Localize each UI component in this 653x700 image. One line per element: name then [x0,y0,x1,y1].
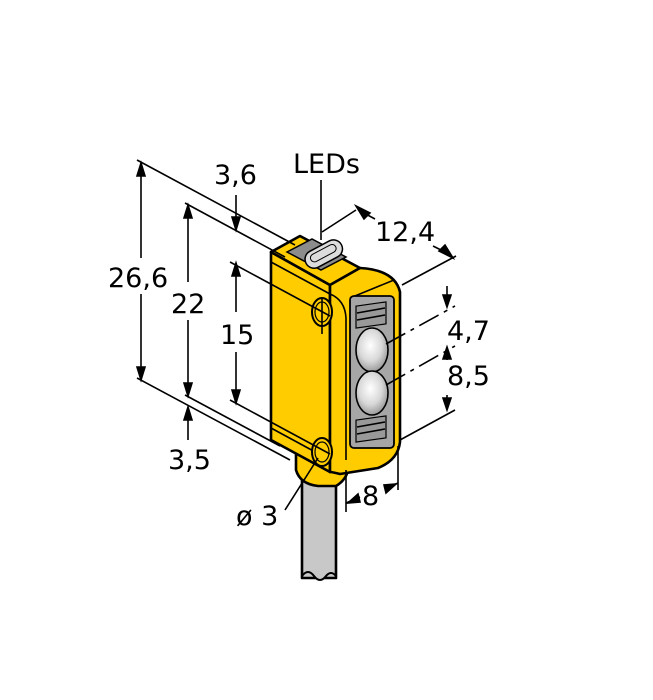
label-lens-spacing: 8,5 [447,361,490,392]
label-hole-spacing: 15 [220,320,254,351]
label-overall-height: 26,6 [108,263,168,294]
slot-top [355,301,387,329]
dimension-arrows [135,160,456,504]
mounting-hole-bottom [311,437,333,467]
label-body-height: 22 [171,289,205,320]
cable [300,468,338,581]
lens-receiver [355,370,389,416]
label-hole-diameter: ø 3 [236,501,278,532]
lens-panel [349,295,395,449]
extension-lines [136,159,457,512]
led-window [285,238,348,271]
lens-emitter [355,327,389,373]
label-top-offset: 3,6 [214,160,257,191]
label-bottom-offset: 3,5 [168,445,211,476]
label-depth: 12,4 [375,217,435,248]
label-lens1-offset: 4,7 [447,316,490,347]
label-lens-width: 8 [362,481,379,512]
slot-bottom [355,415,387,443]
label-leds: LEDs [293,149,360,180]
